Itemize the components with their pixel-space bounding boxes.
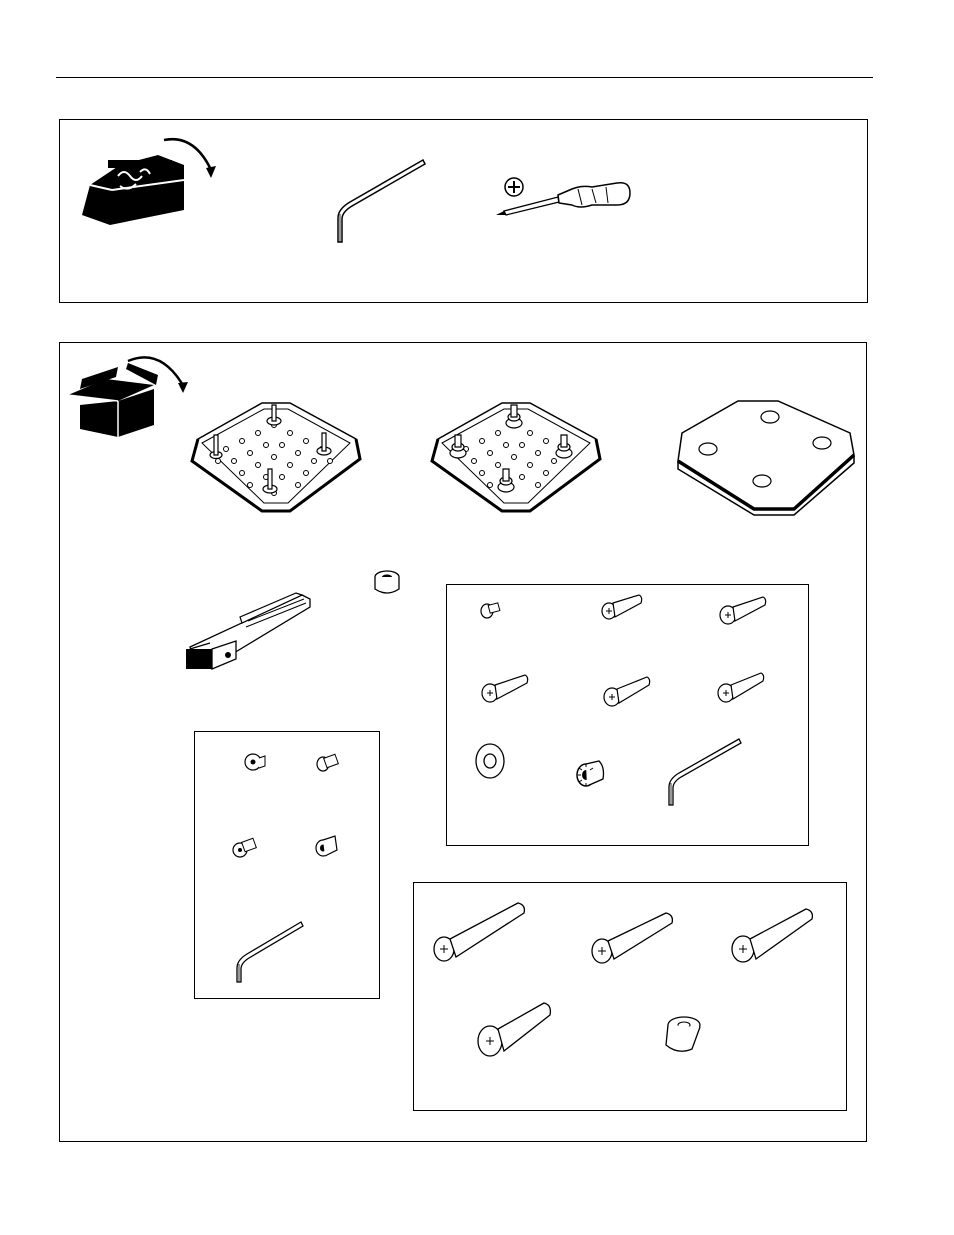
- hardware-bag-b: [446, 584, 809, 846]
- long-bolt-1: [432, 897, 528, 967]
- long-bolt-3: [730, 903, 816, 969]
- slide-rail: [184, 587, 324, 679]
- threaded-insert: [575, 757, 607, 789]
- flat-washer: [473, 741, 507, 781]
- hardware-bag-a: [194, 731, 380, 999]
- machine-screw-5: [717, 667, 767, 703]
- long-bolt-4: [476, 997, 556, 1061]
- toolbox-icon: [80, 130, 220, 235]
- flat-head-screw-small: [243, 752, 267, 774]
- open-box-icon: [66, 349, 196, 439]
- plate-with-studs-b: [426, 399, 606, 517]
- header-rule: [56, 77, 873, 78]
- machine-screw-1: [601, 591, 645, 621]
- machine-screw-2: [719, 593, 769, 625]
- plate-with-studs-a: [186, 399, 366, 517]
- tools-required-panel: [59, 119, 868, 303]
- parts-included-panel: [59, 342, 867, 1142]
- phillips-screwdriver-icon: [492, 175, 642, 235]
- long-bolt-2: [590, 907, 676, 969]
- hex-key-small: [233, 920, 307, 986]
- machine-screw-3: [481, 669, 531, 703]
- machine-screw-4: [603, 671, 653, 707]
- threaded-insert-small: [313, 832, 341, 860]
- socket-head-screw: [231, 836, 259, 860]
- hardware-bag-c: [413, 882, 847, 1111]
- spacer-sleeve: [662, 1015, 704, 1055]
- cover-plate: [674, 397, 860, 515]
- hex-key: [665, 737, 745, 809]
- pan-head-screw-short: [315, 752, 341, 774]
- allen-wrench-icon: [330, 156, 430, 246]
- pan-head-screw-tiny: [479, 599, 503, 621]
- spacer-nut: [370, 569, 404, 599]
